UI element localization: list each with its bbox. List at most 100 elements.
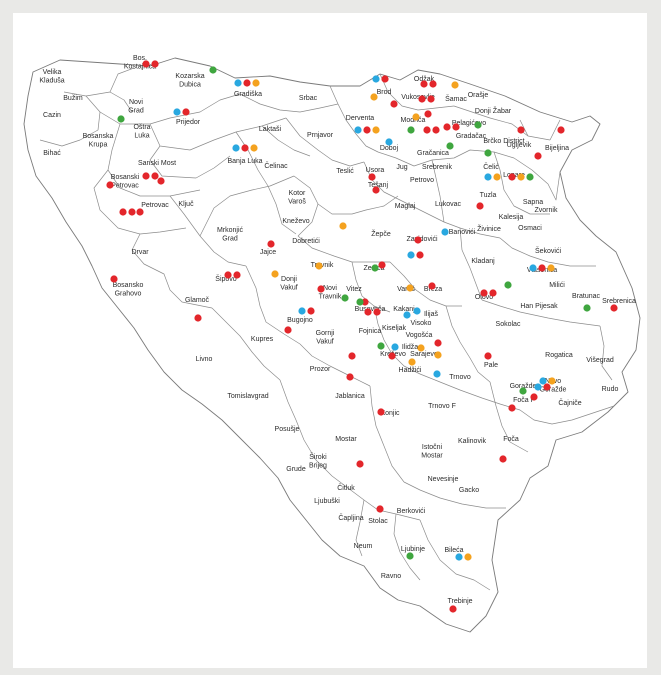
- marker-dot-red: [317, 285, 325, 293]
- marker-dot-red: [356, 460, 364, 468]
- marker-dot-red: [241, 144, 249, 152]
- marker-dot-red: [233, 271, 241, 279]
- boundary-line: [93, 169, 187, 235]
- municipality-label: Prozor: [310, 366, 331, 373]
- boundary-line: [493, 151, 550, 215]
- marker-dot-blue: [413, 307, 421, 315]
- marker-dot-blue: [484, 173, 492, 181]
- marker-dot-red: [373, 308, 381, 316]
- marker-dot-red: [364, 308, 372, 316]
- municipality-label: Srebrenica: [602, 298, 636, 305]
- boundary-line: [373, 305, 421, 375]
- marker-dot-red: [432, 126, 440, 134]
- municipality-label: Ravno: [381, 573, 401, 580]
- boundary-line: [481, 299, 601, 327]
- marker-dot-red: [424, 110, 432, 118]
- boundary-line: [261, 125, 311, 157]
- municipality-label: Maglaj: [395, 203, 416, 210]
- boundary-line: [297, 235, 390, 263]
- marker-dot-blue: [441, 228, 449, 236]
- marker-dot-red: [372, 186, 380, 194]
- marker-dot-red: [128, 208, 136, 216]
- boundary-line: [131, 233, 213, 309]
- marker-dot-red: [388, 352, 396, 360]
- municipality-label: Odžak: [414, 76, 435, 83]
- municipality-label: Čapljina: [338, 513, 363, 522]
- marker-dot-red: [427, 95, 435, 103]
- marker-dot-red: [151, 172, 159, 180]
- marker-dot-green: [526, 173, 534, 181]
- marker-dot-blue: [407, 251, 415, 259]
- boundary-line: [419, 373, 521, 411]
- boundary-line: [109, 67, 135, 93]
- marker-dot-green: [484, 149, 492, 157]
- municipality-label: Osmaci: [518, 225, 542, 232]
- municipality-label: Hadžići: [399, 367, 422, 374]
- municipality-label: Petrovo: [410, 177, 434, 184]
- municipality-label: Lukovac: [435, 201, 462, 208]
- boundary-line: [453, 105, 551, 141]
- municipality-label: Tuzla: [480, 192, 497, 199]
- boundary-line: [169, 195, 247, 267]
- municipality-label: Rudo: [602, 386, 619, 393]
- marker-dot-green: [407, 126, 415, 134]
- marker-dot-red: [378, 261, 386, 269]
- municipality-label: Trnovo F: [428, 403, 456, 410]
- marker-dot-orange: [252, 79, 260, 87]
- municipality-label: Ljubinje: [401, 546, 425, 553]
- marker-dot-red: [538, 264, 546, 272]
- boundary-line: [363, 161, 397, 199]
- marker-dot-red: [452, 123, 460, 131]
- municipality-label: Pale: [484, 362, 498, 369]
- municipality-label: Čajniče: [558, 398, 581, 407]
- boundary-line: [403, 481, 506, 509]
- marker-dot-orange: [406, 284, 414, 292]
- municipality-label: Stolac: [368, 518, 388, 525]
- municipality-label: Bratunac: [572, 293, 601, 300]
- marker-dot-blue: [234, 79, 242, 87]
- marker-dot-orange: [408, 358, 416, 366]
- marker-dot-green: [519, 387, 527, 395]
- marker-dot-red: [420, 80, 428, 88]
- marker-dot-green: [371, 264, 379, 272]
- marker-dot-red: [136, 208, 144, 216]
- municipality-label: Posušje: [275, 426, 300, 433]
- marker-dot-green: [406, 552, 414, 560]
- marker-dot-blue: [385, 138, 393, 146]
- marker-dot-green: [583, 304, 591, 312]
- municipality-label: Čelinac: [264, 161, 288, 170]
- municipality-label: Berkovići: [397, 508, 426, 515]
- municipality-label: Čitluk: [337, 483, 355, 492]
- marker-dot-orange: [548, 377, 556, 385]
- municipality-label: Bužim: [63, 95, 83, 102]
- marker-dot-red: [489, 289, 497, 297]
- municipality-label: Gradačac: [456, 133, 487, 140]
- municipality-label: Olovo: [475, 294, 493, 301]
- marker-dot-orange: [339, 222, 347, 230]
- municipality-label: Živinice: [477, 224, 501, 233]
- municipality-label: Vareš: [397, 286, 415, 293]
- municipality-label: Sapna: [523, 199, 543, 206]
- marker-dot-blue: [539, 377, 547, 385]
- marker-dot-blue: [298, 307, 306, 315]
- municipality-label: Gradiška: [234, 91, 262, 98]
- marker-dot-blue: [455, 553, 463, 561]
- boundary-line: [235, 131, 297, 235]
- municipality-label: Čelić: [483, 162, 499, 171]
- municipality-label: Kneževo: [282, 218, 309, 225]
- marker-dot-orange: [464, 553, 472, 561]
- municipality-label: Sanski Most: [138, 160, 176, 167]
- marker-dot-red: [363, 126, 371, 134]
- boundary-line: [379, 73, 455, 111]
- municipality-label: Bihać: [43, 150, 61, 157]
- municipality-label: Donji Žabar: [475, 106, 512, 115]
- boundary-line: [599, 325, 613, 381]
